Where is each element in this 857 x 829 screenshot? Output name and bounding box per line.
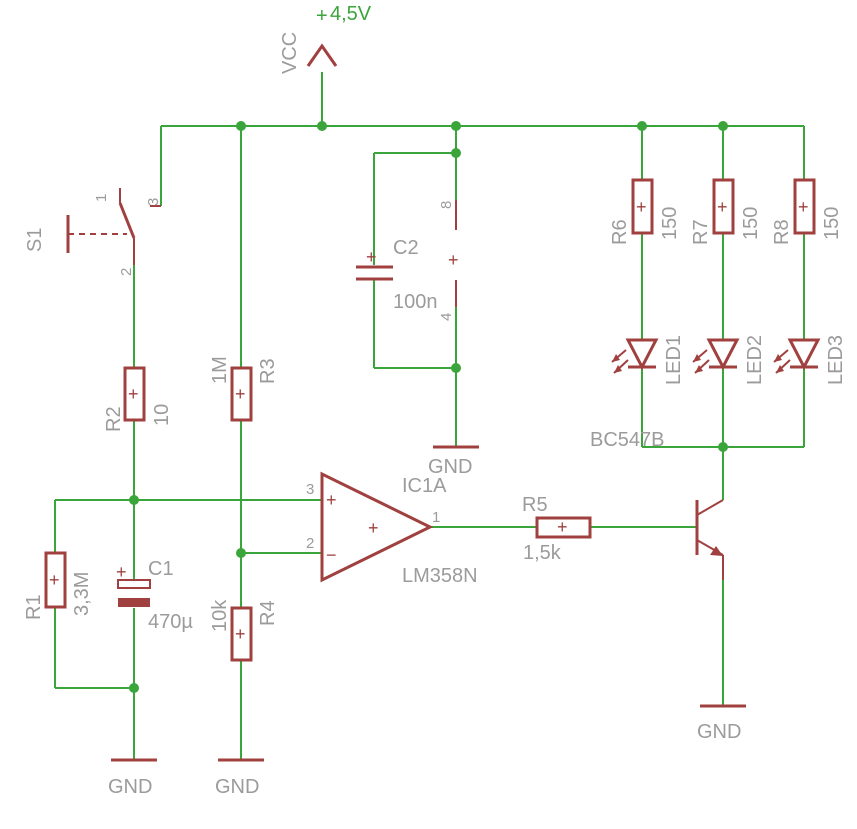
switch-pin-2: 2 [118, 268, 135, 276]
resistor-r2: + R2 10 [103, 366, 173, 432]
gnd-label: GND [697, 721, 741, 743]
vcc-voltage-prefix: + [316, 5, 328, 27]
r1-name: R1 [23, 594, 45, 620]
svg-text:+: + [128, 384, 139, 404]
r7-value: 150 [740, 207, 762, 240]
transistor-bc547b: BC547B [590, 429, 724, 580]
opamp-pin-3: 3 [306, 481, 314, 498]
svg-text:+: + [368, 518, 379, 538]
led-1: LED1 [611, 335, 685, 385]
gnd-symbol-transistor: GND [697, 704, 746, 743]
gnd-label: GND [215, 776, 259, 798]
opamp-name: IC1A [402, 475, 447, 497]
vcc-net-label: VCC [279, 32, 301, 74]
switch-pin-3: 3 [145, 198, 162, 206]
gnd-symbol-r4: GND [215, 758, 264, 798]
r2-value: 10 [151, 404, 173, 426]
svg-text:+: + [116, 562, 127, 582]
gnd-symbol-c2: GND [428, 445, 479, 478]
resistor-r7: + R7 150 [690, 178, 762, 245]
vcc-voltage-label: 4,5V [330, 3, 372, 25]
svg-text:+: + [448, 250, 459, 270]
opamp-part: LM358N [402, 565, 478, 587]
vcc-supply-symbol: VCC + 4,5V [279, 3, 372, 74]
resistor-r6: + R6 150 [609, 178, 681, 245]
resistor-r8: + R8 150 [771, 178, 843, 245]
led-3: LED3 [773, 335, 847, 385]
svg-text:+: + [717, 197, 728, 217]
gnd-label: GND [428, 456, 472, 478]
capacitor-c2: + C2 100n [356, 237, 438, 313]
r8-name: R8 [771, 219, 793, 245]
svg-text:+: + [49, 570, 60, 590]
gnd-symbol-c1: GND [108, 758, 157, 798]
r4-name: R4 [257, 600, 279, 626]
r4-value: 10k [209, 599, 231, 632]
switch-s1: S1 1 2 3 [24, 188, 162, 276]
resistor-r5: + R5 1,5k [522, 494, 592, 564]
svg-text:+: + [798, 197, 809, 217]
led-2: LED2 [692, 335, 766, 385]
r1-value: 3,3M [71, 572, 93, 616]
svg-text:+: + [235, 384, 246, 404]
r2-name: R2 [103, 406, 125, 432]
c2-name: C2 [393, 237, 419, 259]
resistor-r3: + 1M R3 [209, 356, 279, 422]
opamp-pin-4: 4 [438, 313, 455, 321]
c1-name: C1 [148, 558, 174, 580]
r8-value: 150 [821, 207, 843, 240]
r5-name: R5 [522, 494, 548, 516]
svg-text:+: + [366, 247, 377, 267]
opamp-plus-sign: + [326, 490, 337, 510]
transistor-part-label: BC547B [590, 429, 665, 451]
c1-value: 470µ [148, 611, 193, 633]
opamp-ic1a: + 8 4 3 2 1 + − + IC1A LM358N [306, 200, 478, 587]
r3-value: 1M [209, 356, 231, 384]
r6-value: 150 [659, 207, 681, 240]
junctions [129, 121, 728, 693]
resistor-r1: + R1 3,3M [23, 551, 93, 620]
opamp-minus-sign: − [326, 545, 337, 565]
resistor-r4: + 10k R4 [209, 599, 279, 662]
svg-text:+: + [636, 197, 647, 217]
switch-pin-1: 1 [93, 194, 110, 202]
opamp-pin-1: 1 [432, 509, 440, 526]
r6-name: R6 [609, 219, 631, 245]
capacitor-c1: + C1 470µ [116, 558, 193, 633]
led2-label: LED2 [744, 335, 766, 385]
opamp-pin-2: 2 [306, 535, 314, 552]
c2-value: 100n [393, 291, 438, 313]
led3-label: LED3 [825, 335, 847, 385]
led1-label: LED1 [663, 335, 685, 385]
svg-text:+: + [557, 517, 568, 537]
svg-text:+: + [235, 624, 246, 644]
r5-value: 1,5k [523, 542, 562, 564]
r3-name: R3 [257, 358, 279, 384]
wires [54, 72, 805, 760]
r7-name: R7 [690, 219, 712, 245]
opamp-pin-8: 8 [438, 201, 455, 209]
gnd-label: GND [108, 776, 152, 798]
switch-name-label: S1 [24, 228, 46, 252]
